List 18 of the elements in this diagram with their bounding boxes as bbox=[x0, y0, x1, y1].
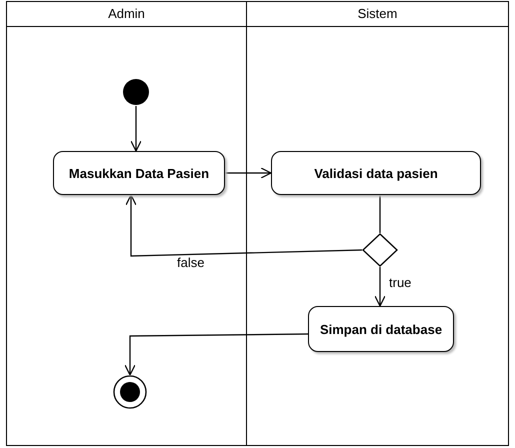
action-label: Simpan di database bbox=[320, 322, 442, 336]
arrow bbox=[124, 333, 308, 376]
action-box bbox=[271, 151, 481, 195]
arrow bbox=[130, 106, 142, 152]
action-box bbox=[53, 151, 225, 195]
edge-label: false bbox=[176, 256, 206, 270]
action-box bbox=[308, 306, 454, 352]
arrow bbox=[225, 167, 272, 179]
arrow bbox=[125, 194, 362, 257]
swimlane bbox=[246, 1, 509, 446]
edge-label: true bbox=[388, 276, 412, 290]
action-label: Masukkan Data Pasien bbox=[68, 166, 210, 180]
arrow bbox=[374, 267, 386, 307]
swimlane bbox=[6, 1, 247, 446]
start-node bbox=[122, 78, 150, 106]
end-node bbox=[113, 375, 147, 409]
action-label: Validasi data pasien bbox=[314, 166, 438, 180]
decision-diamond bbox=[362, 233, 398, 267]
